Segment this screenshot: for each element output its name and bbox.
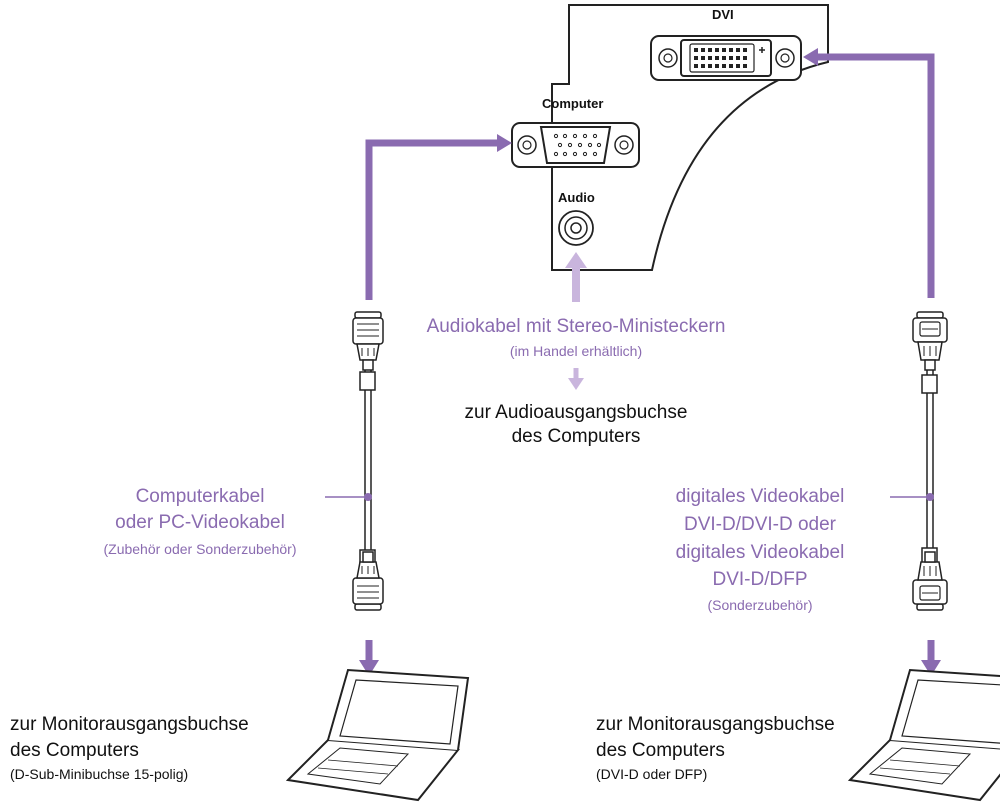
digital-cable xyxy=(803,48,948,676)
dvi-port-icon xyxy=(650,35,802,81)
computer-cable-line1: Computerkabel xyxy=(135,486,265,507)
audio-port-label: Audio xyxy=(558,190,595,205)
computer-cable xyxy=(325,134,512,676)
computer-cable-note: (Zubehör oder Sonderzubehör) xyxy=(103,541,297,557)
left-destination-line1: zur Monitorausgangsbuchse xyxy=(10,714,249,735)
audio-cable-arrows xyxy=(565,252,587,390)
laptop-icon xyxy=(287,669,469,801)
audio-cable-note: (im Handel erhältlich) xyxy=(509,343,643,359)
right-destination-line1: zur Monitorausgangsbuchse xyxy=(596,714,835,735)
dvi-label: DVI xyxy=(712,7,734,22)
right-destination-note: (DVI-D oder DFP) xyxy=(596,766,708,782)
left-destination-line2: des Computers xyxy=(10,740,139,761)
digital-cable-line3: digitales Videokabel xyxy=(675,542,845,563)
vga-port-icon xyxy=(511,122,640,168)
audio-cable-title: Audiokabel mit Stereo-Ministeckern xyxy=(426,316,726,337)
laptop-icon xyxy=(849,669,1000,801)
right-destination-line2: des Computers xyxy=(596,740,725,761)
digital-cable-line1: digitales Videokabel xyxy=(675,486,845,507)
audio-jack-icon xyxy=(558,210,594,246)
computer-cable-line2: oder PC-Videokabel xyxy=(115,512,285,533)
computer-port-label: Computer xyxy=(542,96,604,111)
audio-destination-line2: des Computers xyxy=(511,426,641,447)
digital-cable-line2: DVI-D/DVI-D oder xyxy=(683,514,837,535)
left-destination-note: (D-Sub-Minibuchse 15-polig) xyxy=(10,766,189,782)
digital-cable-line4: DVI-D/DFP xyxy=(712,569,808,590)
digital-cable-note: (Sonderzubehör) xyxy=(707,597,813,613)
audio-destination-line1: zur Audioausgangsbuchse xyxy=(464,402,688,423)
